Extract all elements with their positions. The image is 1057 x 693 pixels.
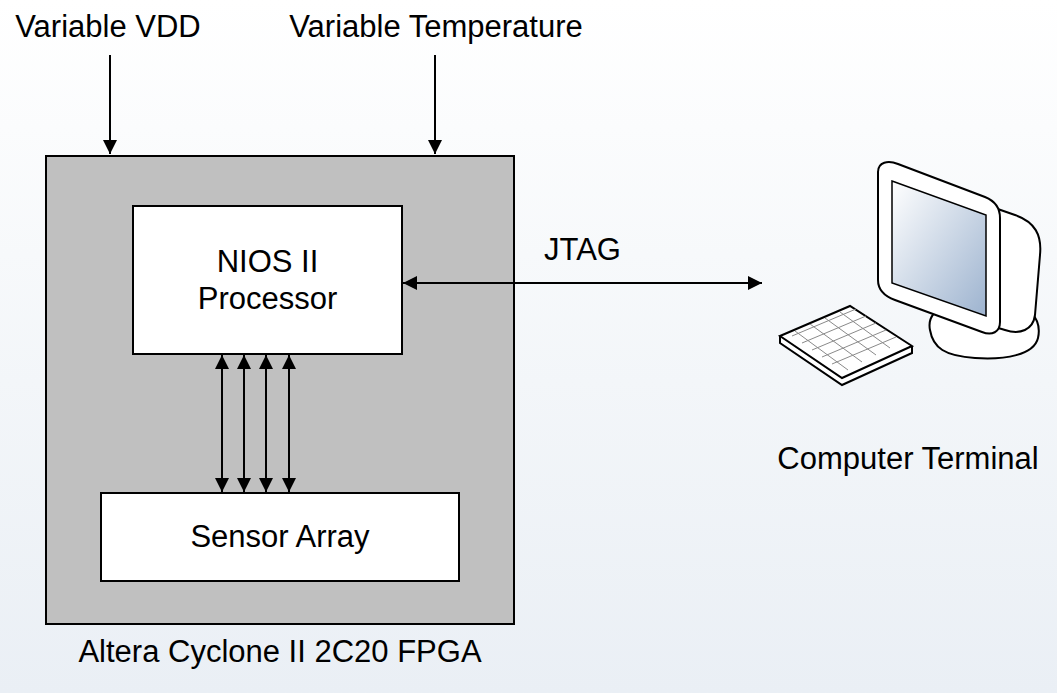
bus-arrow: [243, 355, 245, 492]
text-holder: NIOS II Processor: [134, 207, 401, 353]
input-arrow: [434, 55, 436, 154]
label-holder: Variable Temperature: [289, 8, 583, 45]
chip-caption: Altera Cyclone II 2C20 FPGA: [78, 633, 481, 670]
input-label: Variable VDD: [15, 8, 201, 45]
monitor-bezel: [878, 162, 1000, 333]
box-label: NIOS II Processor: [168, 243, 368, 317]
terminal-label: Computer Terminal: [777, 440, 1038, 477]
bus-arrow: [221, 355, 223, 492]
text-holder: Altera Cyclone II 2C20 FPGA: [47, 633, 513, 670]
jtag-link: [403, 282, 762, 284]
fpga-chip: NIOS II ProcessorSensor ArrayAltera Cycl…: [45, 155, 515, 625]
computer-terminal: Computer Terminal: [762, 160, 1054, 480]
label-holder: Variable VDD: [15, 8, 201, 45]
input-label: Variable Temperature: [289, 8, 583, 45]
edge-label: JTAG: [544, 231, 621, 268]
keyboard-top: [780, 306, 912, 378]
processor-box: NIOS II Processor: [132, 205, 403, 355]
bus-arrow: [288, 355, 290, 492]
computer-icon: [780, 162, 1040, 385]
monitor-screen: [892, 181, 986, 316]
text-holder: Computer Terminal: [762, 440, 1054, 477]
bus-arrow: [265, 355, 267, 492]
input-arrow: [109, 55, 111, 154]
text-holder: Sensor Array: [102, 494, 458, 580]
keyboard-keys: [792, 309, 896, 370]
box-label: Sensor Array: [190, 518, 369, 555]
sensor-box: Sensor Array: [100, 492, 460, 582]
edge-label-holder: JTAG: [544, 231, 621, 268]
